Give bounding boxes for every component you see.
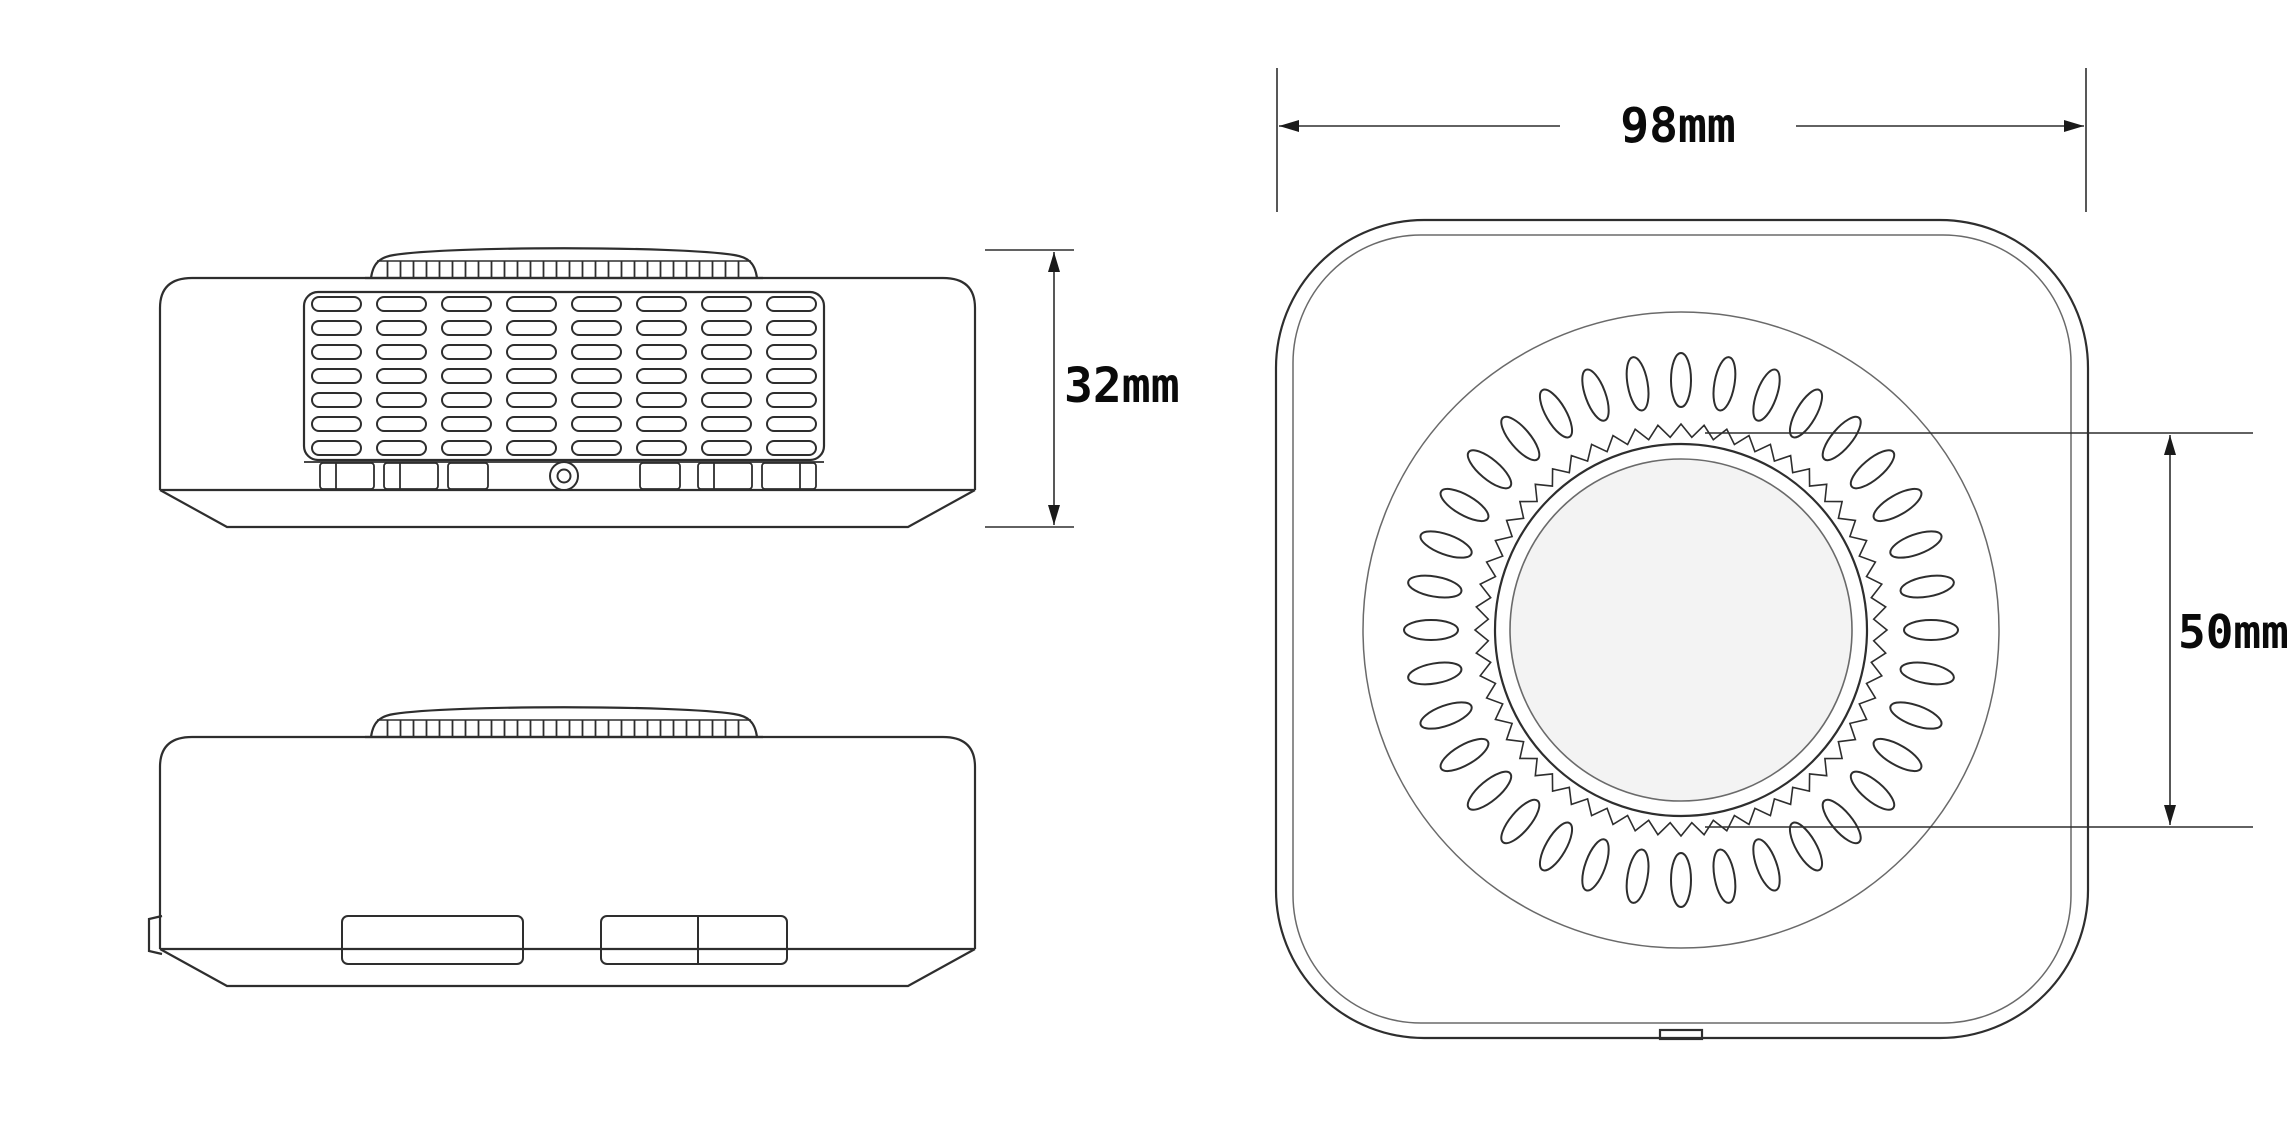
oval-vent <box>1821 798 1862 845</box>
oval-vent <box>1712 356 1737 412</box>
oval-vent <box>1899 661 1955 686</box>
dimension-width: 98mm <box>1276 68 2087 212</box>
dimension-label-inner: 50mm <box>2178 605 2287 659</box>
side-body-outline <box>158 276 977 490</box>
oval-vent <box>1872 737 1923 773</box>
dimension-label-width: 98mm <box>1620 98 1736 154</box>
oval-vent <box>1581 368 1610 422</box>
oval-vent <box>1407 661 1463 686</box>
oval-vent <box>1752 368 1781 422</box>
side-body-outline <box>158 735 977 949</box>
oval-vent <box>1625 356 1650 412</box>
oval-vent <box>1581 838 1610 892</box>
center-lens <box>1509 458 1853 802</box>
dimension-inner-diameter: 50mm <box>1705 432 2287 828</box>
oval-vent <box>1788 821 1824 872</box>
oval-vent <box>1538 821 1574 872</box>
oval-vent <box>1407 574 1463 599</box>
oval-vent <box>1466 449 1513 490</box>
oval-vent <box>1419 701 1473 730</box>
top-view-inner-outline <box>1292 234 2072 1024</box>
serrated-bezel <box>1473 422 1889 838</box>
top-view <box>1274 218 2090 1041</box>
oval-vent <box>1670 852 1692 908</box>
oval-vent <box>1625 848 1650 904</box>
oval-vent <box>1849 449 1896 490</box>
oval-vent <box>1903 619 1959 641</box>
oval-vent <box>1403 619 1459 641</box>
top-cap <box>363 247 765 280</box>
oval-vent-ring <box>1403 352 1959 908</box>
oval-vent <box>1889 701 1943 730</box>
oval-vent <box>1670 352 1692 408</box>
bezel-inner-ring <box>1493 442 1869 818</box>
oval-vent <box>1419 530 1473 559</box>
oval-vent <box>1439 737 1490 773</box>
oval-vent <box>1466 770 1513 811</box>
oval-vent <box>1500 415 1541 462</box>
side-base-chamfer <box>159 948 976 988</box>
oval-vent <box>1849 770 1896 811</box>
oval-vent <box>1889 530 1943 559</box>
oval-vent <box>1752 838 1781 892</box>
oval-vent <box>1538 388 1574 439</box>
oval-vent <box>1821 415 1862 462</box>
dimension-height: 32mm <box>985 249 1180 528</box>
side-clip-notch <box>147 914 163 956</box>
screw-boss <box>549 461 579 491</box>
side-view-vented <box>158 247 977 529</box>
speaker-grille <box>302 290 826 462</box>
bottom-notch <box>1658 1028 1704 1041</box>
base-recesses <box>341 915 788 965</box>
top-cap <box>363 706 765 739</box>
oval-vent <box>1500 798 1541 845</box>
side-base-chamfer <box>159 489 976 529</box>
oval-vent <box>1899 574 1955 599</box>
oval-vent <box>1439 487 1490 523</box>
dimension-label-height: 32mm <box>1064 358 1180 414</box>
speaker-outer-circle <box>1362 311 2000 949</box>
oval-vent <box>1872 487 1923 523</box>
oval-vent <box>1788 388 1824 439</box>
oval-vent <box>1712 848 1737 904</box>
side-view-plain <box>147 706 977 988</box>
